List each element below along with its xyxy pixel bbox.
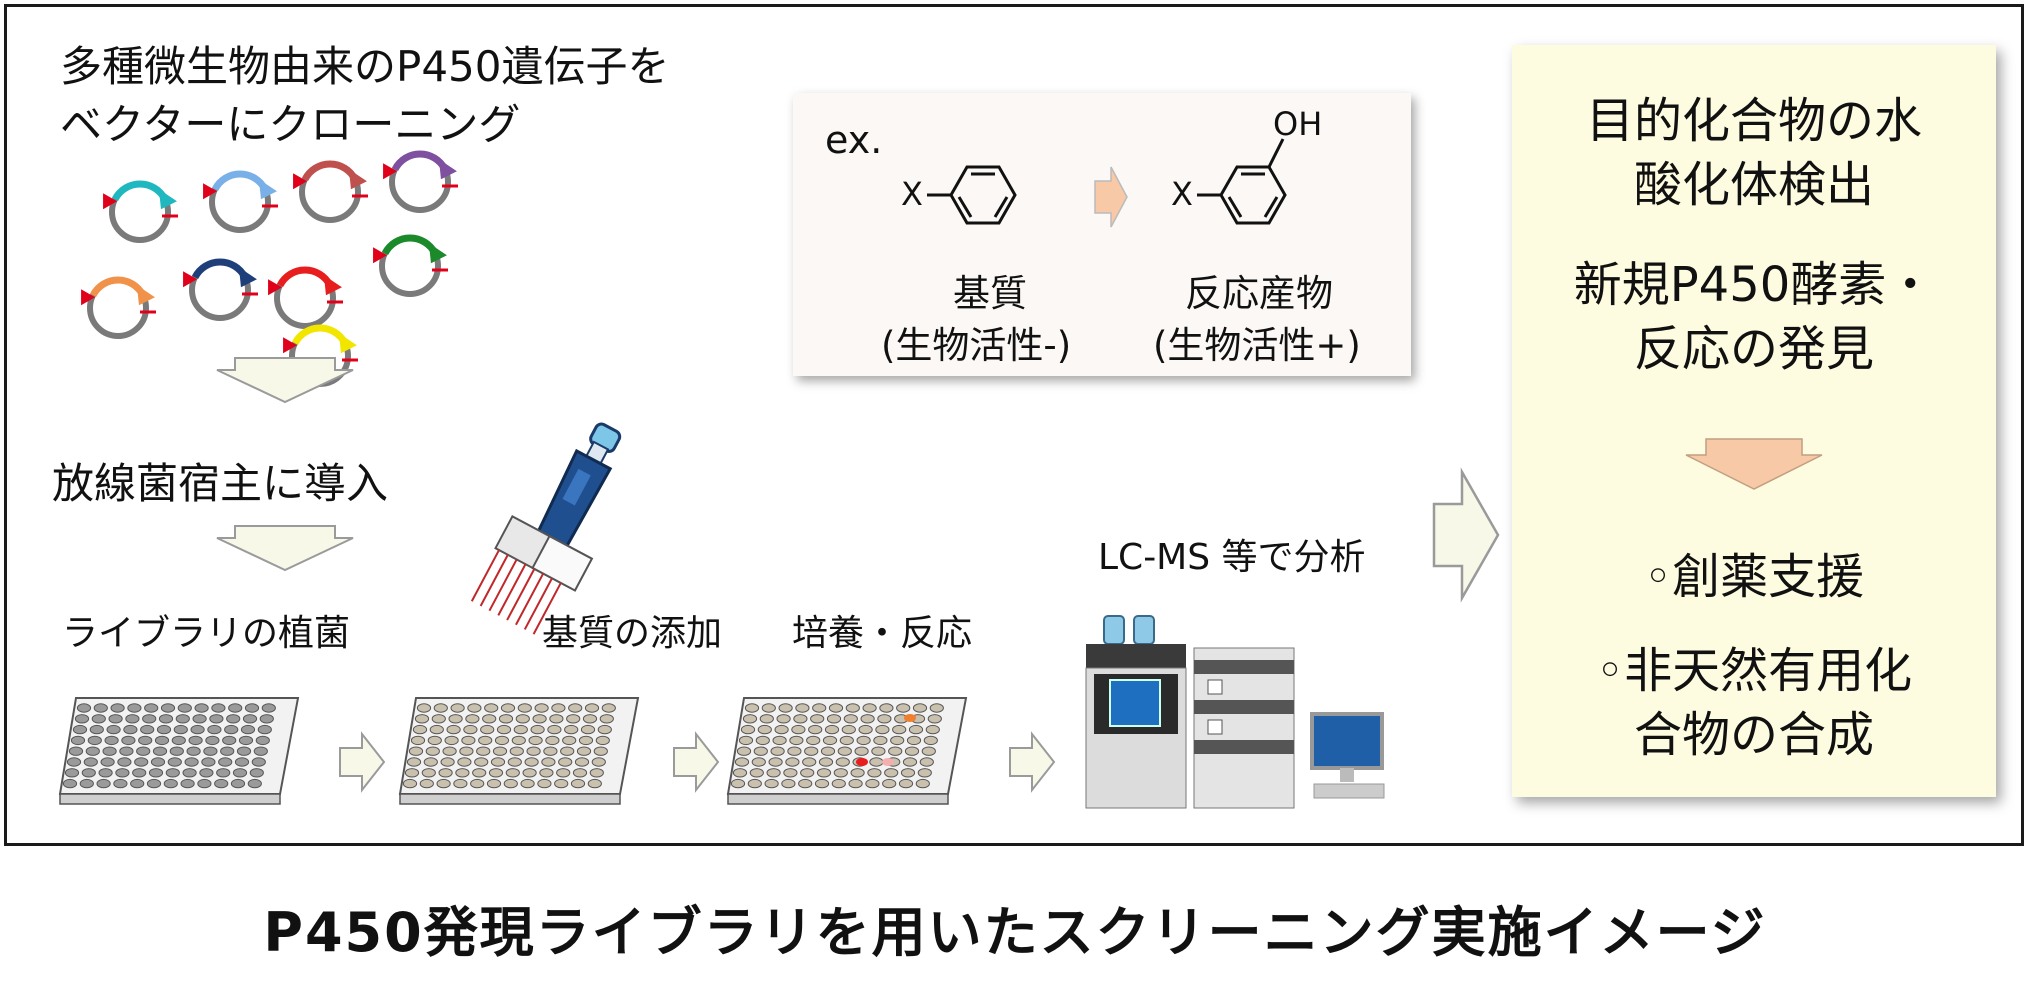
figure-caption: P450発現ライブラリを用いたスクリーニング実施イメージ <box>263 901 1767 964</box>
step-host-text: 放線菌宿主に導入 <box>52 459 389 508</box>
diagram-frame <box>4 4 2024 846</box>
product-substituent-label: X <box>1171 175 1193 213</box>
plasmid-icon <box>203 170 278 233</box>
multichannel-pipette-icon <box>470 422 622 635</box>
right-arrow-large <box>1432 467 1500 603</box>
down-arrow-1 <box>216 357 354 404</box>
step-clone-text: 多種微生物由来のP450遺伝子をベクターにクローニング <box>60 42 670 149</box>
plasmid-icon <box>183 258 258 321</box>
well-plate-empty <box>58 697 300 805</box>
substrate-activity: (生物活性-) <box>881 324 1072 367</box>
reaction-arrow <box>1094 166 1128 228</box>
result-app1: ◦創薬支援 <box>1643 549 1865 605</box>
hydroxyl-label: OH <box>1273 105 1322 143</box>
step-plate-text: ライブラリの植菌 <box>62 613 351 654</box>
benzene-ring-product <box>1219 165 1287 225</box>
product-label: 反応産物 <box>1185 272 1333 315</box>
well-plate-reacted <box>726 697 968 805</box>
right-arrow-1 <box>339 731 386 793</box>
right-arrow-2 <box>673 731 720 793</box>
result-detect-line2: 酸化体検出 <box>1633 157 1874 213</box>
lcms-instrument-icon <box>1085 615 1385 809</box>
plasmid-icon <box>268 266 343 329</box>
product-activity: (生物活性+) <box>1153 324 1361 367</box>
right-arrow-3 <box>1009 731 1056 793</box>
plasmid-icon <box>81 276 156 339</box>
reaction-scheme: ex. X X OH <box>825 105 1322 228</box>
step-lcms-text: LC-MS 等で分析 <box>1098 537 1366 578</box>
benzene-ring-substrate <box>949 165 1017 225</box>
result-detect-line1: 目的化合物の水 <box>1585 93 1922 149</box>
result-down-arrow <box>1685 438 1823 490</box>
step-culture-text: 培養・反応 <box>792 613 973 654</box>
substituent-label: X <box>901 175 923 213</box>
plasmid-group <box>81 150 458 387</box>
result-discover-line2: 反応の発見 <box>1633 321 1874 377</box>
plasmid-icon <box>373 234 448 297</box>
step-substrate-text: 基質の添加 <box>542 613 723 654</box>
result-discover-line1: 新規P450酵素・ <box>1573 257 1935 313</box>
plasmid-icon <box>383 150 458 213</box>
result-app2-line2: 合物の合成 <box>1633 707 1874 763</box>
down-arrow-2 <box>216 525 354 572</box>
example-prefix: ex. <box>825 118 882 162</box>
plasmid-icon <box>103 180 178 243</box>
substrate-label: 基質 <box>953 272 1027 315</box>
results-box: 目的化合物の水 酸化体検出 新規P450酵素・ 反応の発見 ◦創薬支援 ◦非天然… <box>1512 45 1996 797</box>
plasmid-icon <box>293 160 368 223</box>
result-app2-line1: ◦非天然有用化 <box>1595 643 1913 699</box>
reaction-example-box: ex. X X OH 基質 (生物活性-) 反応産物 (生物活性+) <box>793 93 1411 376</box>
well-plate-inoculated <box>398 697 640 805</box>
